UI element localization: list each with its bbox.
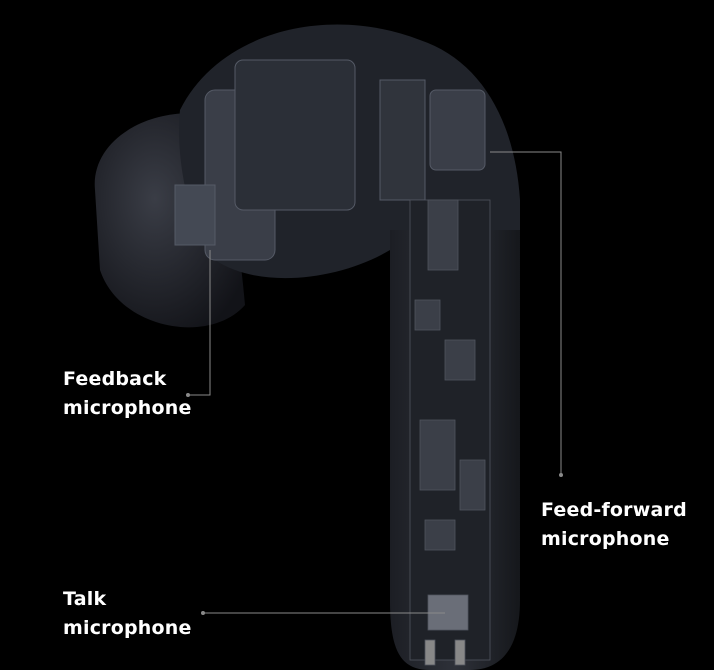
leader-lines [188, 151, 562, 614]
feedback-leader-line [188, 250, 211, 396]
feed-forward-dot [559, 473, 563, 477]
feed-forward-label-line2: microphone [541, 528, 670, 550]
feed-forward-microphone-label: Feed-forward microphone [541, 496, 687, 554]
feedback-microphone-label: Feedback microphone [63, 365, 192, 423]
talk-label-line1: Talk [63, 588, 107, 610]
feedback-dot [186, 393, 190, 397]
feedback-label-line1: Feedback [63, 368, 167, 390]
talk-dot [201, 611, 205, 615]
driver-internals [174, 59, 486, 261]
talk-label-line2: microphone [63, 617, 192, 639]
feed-forward-leader-line [490, 151, 562, 475]
feed-forward-label-line1: Feed-forward [541, 499, 687, 521]
circuit-board [409, 199, 491, 666]
feedback-label-line2: microphone [63, 397, 192, 419]
talk-microphone-label: Talk microphone [63, 585, 192, 643]
